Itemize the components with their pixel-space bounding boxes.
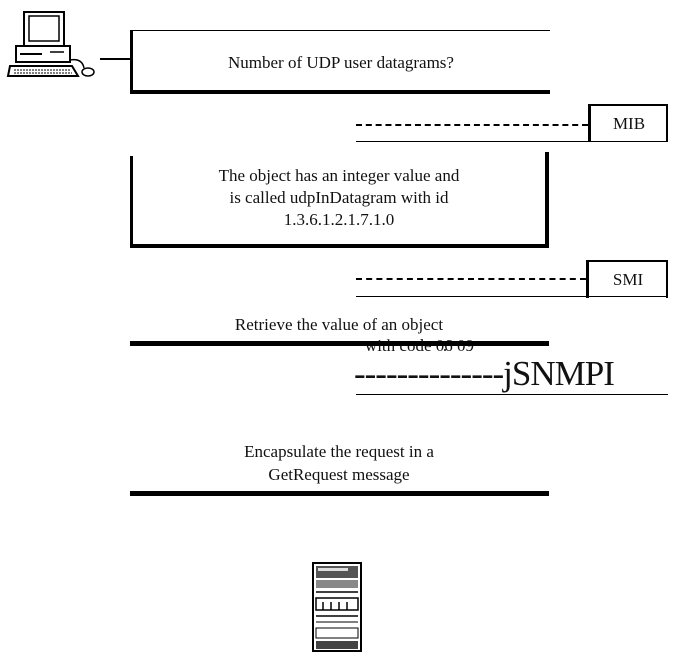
snmp-label: --------------jSNMPI (354, 354, 615, 393)
mib-underline (356, 141, 668, 142)
smi-underline (356, 296, 668, 297)
mib-dashed-line (356, 124, 588, 126)
server-rack-icon (312, 562, 362, 652)
mib-box-top (588, 104, 668, 106)
question-text: Number of UDP user datagrams? (228, 53, 454, 72)
smi-box-right (666, 260, 668, 298)
snmp-reply-bottom (130, 491, 549, 496)
manager-connector-line (100, 58, 132, 60)
question-box-bottom (130, 90, 550, 94)
snmp-reply-line1: Encapsulate the request in a (244, 442, 434, 461)
smi-box-top (586, 260, 668, 262)
smi-reply-bottom (130, 341, 549, 346)
snmp-reply-line2: GetRequest message (268, 465, 410, 484)
smi-dashed-line (356, 278, 586, 280)
question-box-top (132, 30, 550, 31)
mib-reply-line1: The object has an integer value and (218, 166, 460, 185)
mib-box-left (588, 104, 591, 142)
smi-reply-line1: Retrieve the value of an object (234, 315, 444, 334)
mib-reply-box-right (545, 152, 549, 248)
smi-label: SMI (590, 262, 666, 298)
mib-box-right (666, 104, 668, 142)
mib-label: MIB (592, 106, 666, 142)
question-box-left (130, 30, 133, 94)
smi-box-left (586, 260, 589, 298)
mib-reply-box-left (130, 156, 133, 248)
mib-reply-box-bottom (130, 244, 549, 248)
mib-reply-line3: 1.3.6.1.2.1.7.1.0 (283, 210, 395, 229)
snmp-underline (356, 394, 668, 395)
mib-reply-line2: is called udpInDatagram with id (229, 188, 449, 207)
desktop-computer-icon (6, 10, 106, 82)
